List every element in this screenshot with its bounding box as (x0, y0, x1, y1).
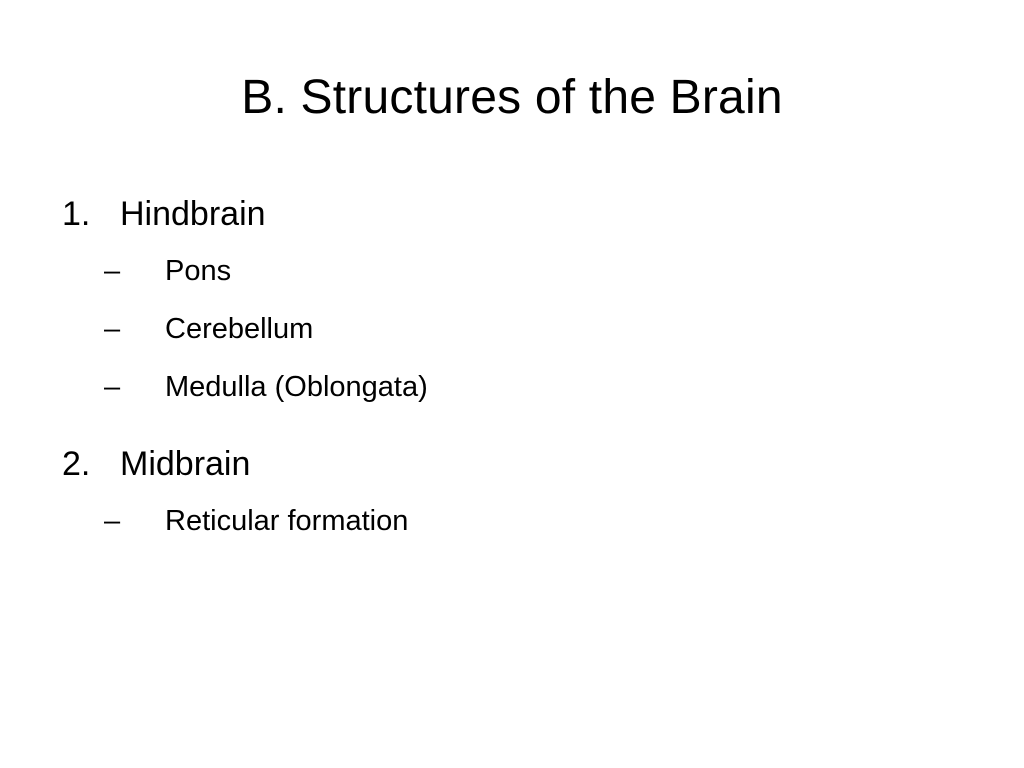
sublist-item-reticular-formation: – Reticular formation (62, 498, 962, 556)
sublist-hindbrain: – Pons – Cerebellum – Medulla (Oblongata… (62, 248, 962, 422)
list-item-midbrain: 2. Midbrain (62, 440, 962, 488)
dash-bullet: – (104, 255, 121, 287)
sublist-midbrain: – Reticular formation (62, 498, 962, 556)
list-number: 2. (62, 445, 91, 483)
sublist-item-label: Reticular formation (165, 505, 409, 537)
slide-content: 1. Hindbrain – Pons – Cerebellum – Medul… (62, 190, 962, 574)
list-item-label: Hindbrain (120, 195, 266, 233)
slide-title: B. Structures of the Brain (241, 71, 783, 124)
dash-bullet: – (104, 505, 121, 537)
sublist-item-cerebellum: – Cerebellum (62, 306, 962, 364)
dash-bullet: – (104, 371, 121, 403)
list-item-hindbrain: 1. Hindbrain (62, 190, 962, 238)
sublist-item-pons: – Pons (62, 248, 962, 306)
sublist-item-label: Pons (165, 255, 232, 287)
list-item-label: Midbrain (120, 445, 251, 483)
list-number: 1. (62, 195, 91, 233)
sublist-item-label: Cerebellum (165, 313, 314, 345)
sublist-item-medulla: – Medulla (Oblongata) (62, 364, 962, 422)
dash-bullet: – (104, 313, 121, 345)
sublist-item-label: Medulla (Oblongata) (165, 371, 428, 403)
